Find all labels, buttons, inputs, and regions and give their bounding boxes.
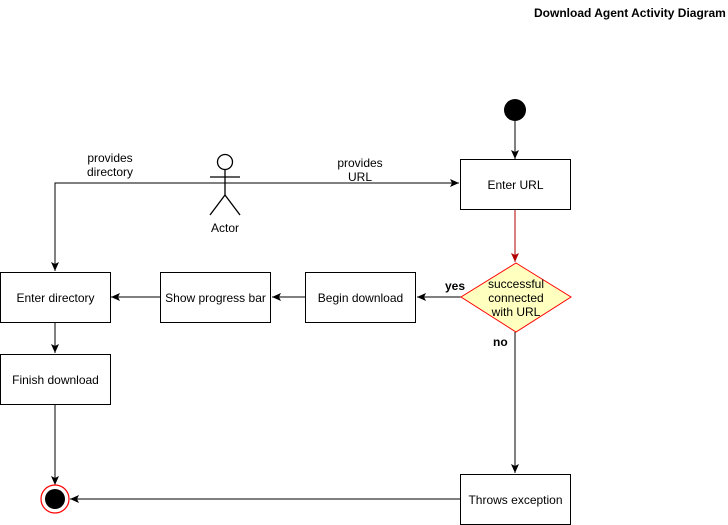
decision-label: successful connected with URL bbox=[487, 277, 545, 319]
diagram-title: Download Agent Activity Diagram bbox=[534, 6, 726, 20]
enter-url-node: Enter URL bbox=[460, 159, 571, 210]
edge-label-yes: yes bbox=[445, 279, 466, 293]
start-node bbox=[504, 99, 526, 121]
throws-exception-node: Throws exception bbox=[460, 474, 571, 525]
edge-actor-to-enter-directory bbox=[51, 182, 225, 271]
actor-icon bbox=[209, 153, 241, 216]
end-node bbox=[40, 484, 70, 514]
edge-label-provides-directory: provides directory bbox=[86, 151, 133, 179]
finish-download-node: Finish download bbox=[0, 354, 111, 405]
edge-label-provides-url: provides URL bbox=[337, 156, 383, 184]
begin-download-node: Begin download bbox=[305, 272, 416, 323]
actor-label: Actor bbox=[210, 221, 239, 235]
show-progress-bar-node: Show progress bar bbox=[160, 272, 271, 323]
decision-diamond bbox=[460, 262, 572, 333]
edge-label-no: no bbox=[493, 335, 508, 349]
enter-directory-node: Enter directory bbox=[0, 272, 111, 323]
